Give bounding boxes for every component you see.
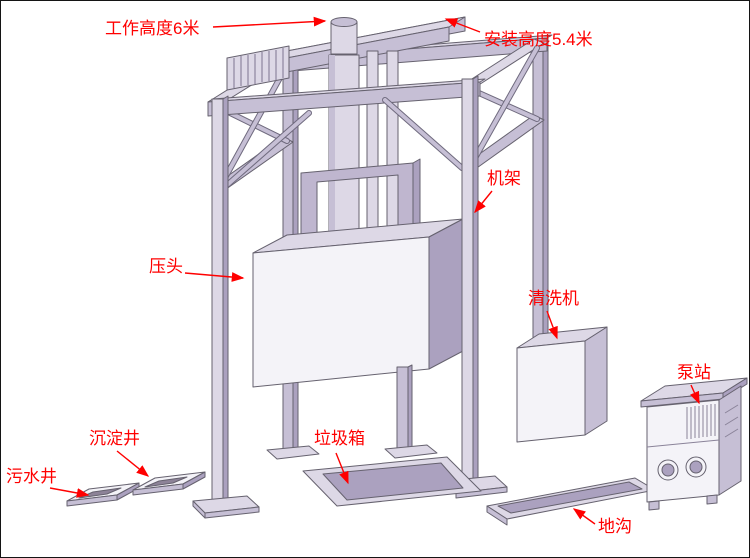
settling-well-pit bbox=[132, 471, 206, 496]
label-frame: 机架 bbox=[487, 169, 521, 188]
arrow-washer bbox=[546, 310, 558, 340]
front-columns bbox=[192, 75, 508, 519]
label-washer: 清洗机 bbox=[528, 289, 579, 308]
label-sewage-well: 污水井 bbox=[6, 467, 57, 486]
label-garbage-bin: 垃圾箱 bbox=[314, 429, 365, 448]
arrow-press-head bbox=[184, 272, 245, 282]
arrow-garbage-bin bbox=[335, 452, 349, 485]
annotations: 工作高度6米 安装高度5.4米 机架 压头 清洗机 泵站 沉淀井 污水井 垃圾箱… bbox=[6, 16, 711, 536]
arrow-install-height bbox=[444, 18, 481, 33]
front-top-beam bbox=[207, 78, 486, 189]
label-settling-well: 沉淀井 bbox=[89, 429, 140, 448]
label-pump-station: 泵站 bbox=[677, 363, 711, 382]
label-install-height: 安装高度5.4米 bbox=[484, 30, 593, 49]
guide-post bbox=[384, 364, 438, 459]
label-press-head: 压头 bbox=[149, 257, 183, 276]
arrow-frame bbox=[474, 190, 493, 214]
hydraulic-cylinders bbox=[300, 50, 421, 252]
label-working-height: 工作高度6米 bbox=[105, 19, 199, 38]
arrow-pump-station bbox=[689, 384, 700, 405]
press-head-box bbox=[252, 218, 464, 388]
sewage-well-pit bbox=[66, 482, 140, 507]
arrow-settling-well bbox=[116, 450, 150, 477]
pump-station-box bbox=[640, 377, 748, 511]
garbage-pit bbox=[302, 456, 482, 507]
arrow-working-height bbox=[212, 16, 327, 28]
arrow-trench bbox=[572, 508, 596, 525]
washer-box bbox=[516, 326, 608, 443]
top-oil-cylinder bbox=[330, 17, 358, 55]
arrow-sewage-well bbox=[49, 487, 90, 498]
label-trench: 地沟 bbox=[598, 517, 632, 536]
trench-channel bbox=[486, 477, 656, 526]
